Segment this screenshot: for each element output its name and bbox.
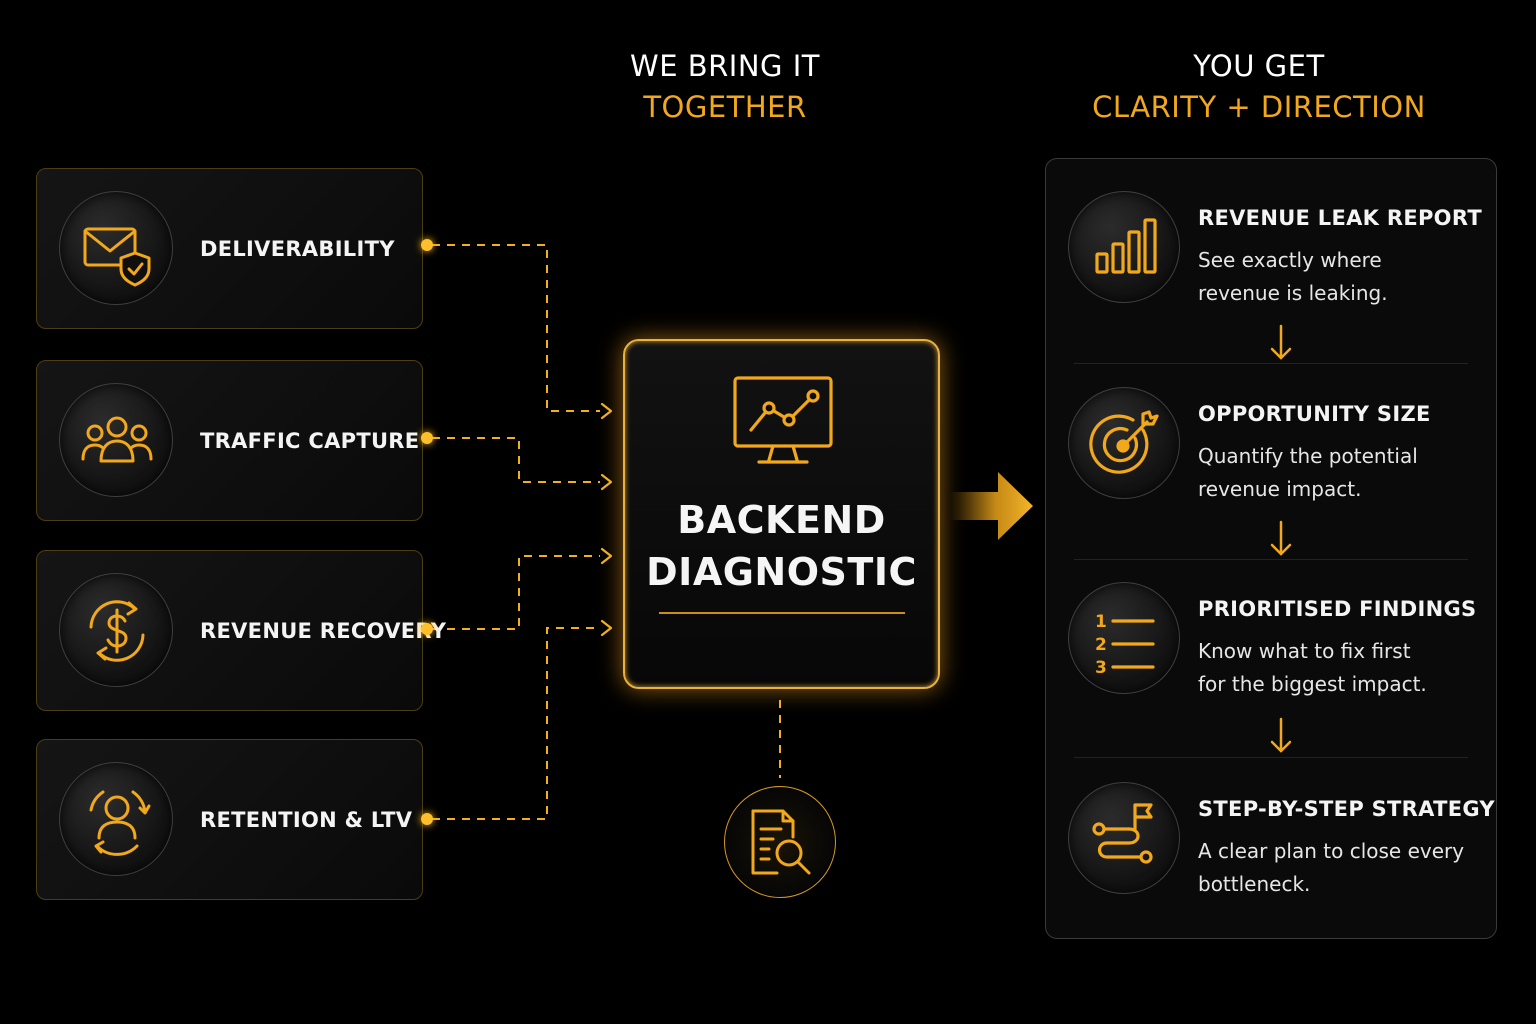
right-heading: YOU GET CLARITY + DIRECTION: [1045, 46, 1473, 128]
output-opportunity-size: OPPORTUNITY SIZE Quantify the potential …: [1046, 355, 1496, 501]
envelope-shield-icon: [59, 191, 173, 305]
arrowhead-2: [600, 473, 613, 491]
down-arrow-icon: [1270, 324, 1292, 360]
output-prioritised-findings: 1 2 3 PRIORITISED FINDINGS Know what to …: [1046, 550, 1496, 696]
output-description: Know what to fix first for the biggest i…: [1198, 635, 1488, 701]
input-label: RETENTION & LTV: [200, 807, 413, 832]
center-heading: WE BRING IT TOGETHER: [560, 46, 890, 128]
target-icon: [1068, 387, 1180, 499]
connector-dot: [421, 432, 433, 444]
connector-dot: [421, 623, 433, 635]
arrowhead-4: [600, 619, 613, 637]
svg-text:3: 3: [1095, 658, 1107, 678]
connector-dot: [421, 813, 433, 825]
output-desc-line: bottleneck.: [1198, 872, 1311, 896]
svg-text:1: 1: [1095, 612, 1107, 632]
results-panel: REVENUE LEAK REPORT See exactly where re…: [1045, 158, 1497, 939]
connector-deliverability: [432, 244, 600, 412]
output-title: PRIORITISED FINDINGS: [1198, 597, 1477, 621]
people-group-icon: [59, 383, 173, 497]
output-desc-line: revenue impact.: [1198, 477, 1362, 501]
output-title: STEP-BY-STEP STRATEGY: [1198, 797, 1495, 821]
dollar-cycle-icon: [59, 573, 173, 687]
center-title: BACKEND DIAGNOSTIC: [625, 494, 938, 598]
output-title: OPPORTUNITY SIZE: [1198, 402, 1431, 426]
input-card-retention: RETENTION & LTV: [36, 739, 423, 900]
output-description: Quantify the potential revenue impact.: [1198, 440, 1488, 506]
down-arrow-icon: [1270, 520, 1292, 556]
bar-chart-icon: [1068, 191, 1180, 303]
output-desc-line: Quantify the potential: [1198, 444, 1418, 468]
center-heading-line2: TOGETHER: [643, 90, 807, 124]
input-card-revenue-recovery: REVENUE RECOVERY: [36, 550, 446, 711]
separator: [1074, 559, 1468, 560]
input-label: TRAFFIC CAPTURE: [200, 428, 420, 453]
right-heading-line2: CLARITY + DIRECTION: [1092, 90, 1426, 124]
input-card-traffic-capture: TRAFFIC CAPTURE: [36, 360, 423, 521]
input-label: REVENUE RECOVERY: [200, 618, 447, 643]
output-revenue-leak-report: REVENUE LEAK REPORT See exactly where re…: [1046, 159, 1496, 305]
input-label: DELIVERABILITY: [200, 236, 395, 261]
output-title: REVENUE LEAK REPORT: [1198, 206, 1482, 230]
output-desc-line: Know what to fix first: [1198, 639, 1411, 663]
right-heading-line1: YOU GET: [1193, 49, 1325, 83]
route-flag-icon: [1068, 782, 1180, 894]
arrowhead-1: [600, 402, 613, 420]
output-description: See exactly where revenue is leaking.: [1198, 244, 1488, 310]
document-search-icon: [724, 786, 836, 898]
svg-text:2: 2: [1095, 635, 1107, 655]
output-desc-line: for the biggest impact.: [1198, 672, 1427, 696]
output-desc-line: revenue is leaking.: [1198, 281, 1388, 305]
input-card-deliverability: DELIVERABILITY: [36, 168, 423, 329]
output-step-by-step-strategy: STEP-BY-STEP STRATEGY A clear plan to cl…: [1046, 750, 1496, 896]
center-title-line1: BACKEND: [677, 498, 886, 542]
connector-retention: [432, 627, 600, 820]
separator: [1074, 757, 1468, 758]
backend-diagnostic-box: BACKEND DIAGNOSTIC: [623, 339, 940, 689]
monitor-chart-icon: [733, 376, 833, 464]
center-heading-line1: WE BRING IT: [630, 49, 820, 83]
connector-dot: [421, 239, 433, 251]
output-description: A clear plan to close every bottleneck.: [1198, 835, 1488, 901]
separator: [1074, 363, 1468, 364]
big-right-arrow-icon: [950, 472, 1033, 540]
connector-traffic-capture: [432, 437, 600, 483]
output-desc-line: See exactly where: [1198, 248, 1382, 272]
arrowhead-3: [600, 547, 613, 565]
user-cycle-icon: [59, 762, 173, 876]
center-divider: [659, 612, 905, 614]
connector-revenue-recovery: [432, 555, 600, 630]
down-arrow-icon: [1270, 717, 1292, 753]
output-desc-line: A clear plan to close every: [1198, 839, 1465, 863]
center-title-line2: DIAGNOSTIC: [646, 550, 917, 594]
numbered-list-icon: 1 2 3: [1068, 582, 1180, 694]
